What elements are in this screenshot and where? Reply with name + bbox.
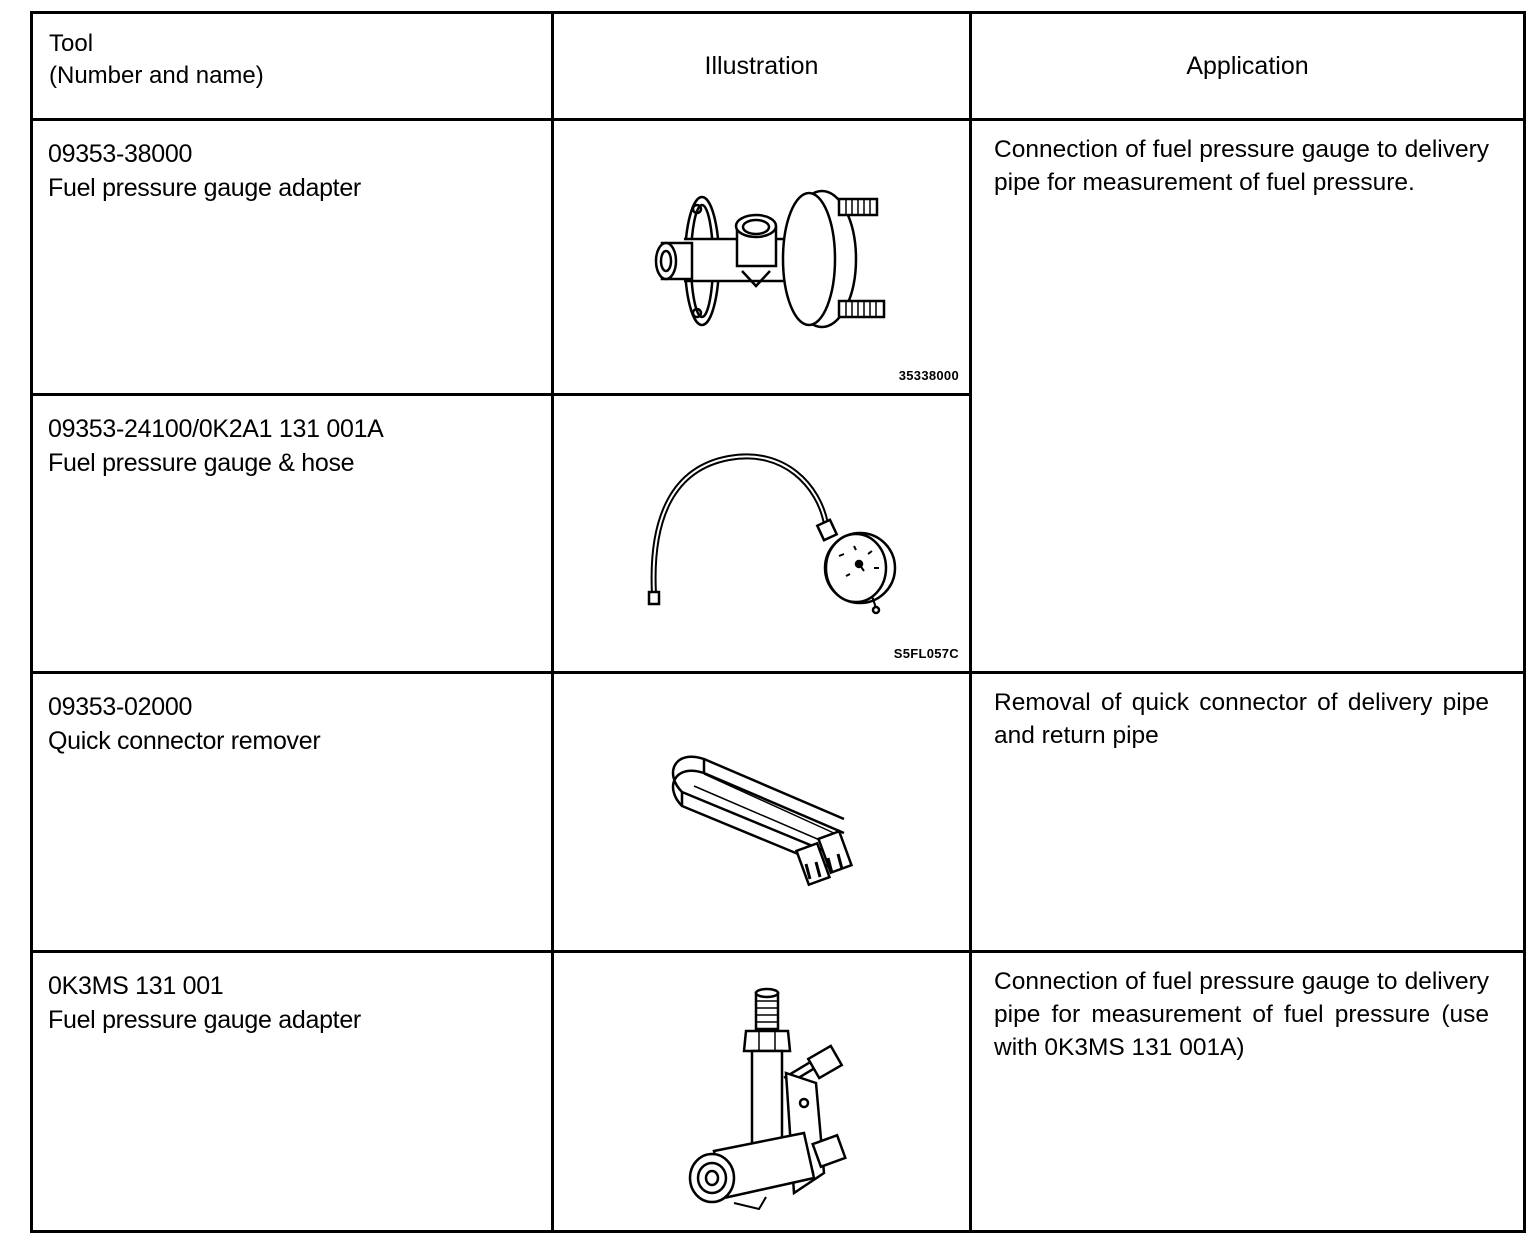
tool-number: 09353-24100/0K2A1 131 001A (48, 415, 384, 443)
table-row: 09353-02000 Quick connector remover Remo… (30, 671, 1526, 953)
quick-connector-remover-illustration (671, 755, 854, 887)
application-cell: Connection of fuel pressure gauge to del… (969, 118, 1526, 674)
illustration-cell (551, 671, 972, 953)
table-row: 0K3MS 131 001 Fuel pressure gauge adapte… (30, 950, 1526, 1233)
gauge-adapter-t-fitting-illustration (688, 987, 847, 1211)
tool-cell: 09353-38000 Fuel pressure gauge adapter (30, 118, 554, 396)
tool-name: Quick connector remover (48, 727, 321, 755)
application-text: Connection of fuel pressure gauge to del… (994, 136, 1489, 196)
header-application: Application (969, 11, 1526, 121)
header-illustration: Illustration (551, 11, 972, 121)
gauge-adapter-illustration (654, 189, 886, 329)
tool-number: 09353-38000 (48, 140, 193, 168)
illustration-code: S5FL057C (893, 646, 959, 661)
tool-name: Fuel pressure gauge & hose (48, 449, 355, 477)
application-cell: Connection of fuel pressure gauge to del… (969, 950, 1526, 1233)
tool-cell: 09353-24100/0K2A1 131 001A Fuel pressure… (30, 393, 554, 674)
application-cell: Removal of quick connector of delivery p… (969, 671, 1526, 953)
tool-number: 0K3MS 131 001 (48, 972, 224, 1000)
illustration-code: 35338000 (898, 368, 959, 383)
tool-name: Fuel pressure gauge adapter (48, 174, 361, 202)
tool-name: Fuel pressure gauge adapter (48, 1006, 361, 1034)
illustration-cell: S5FL057C (551, 393, 972, 674)
header-tool-line1: Tool (49, 30, 94, 57)
application-text: Removal of quick connector of delivery p… (994, 689, 1489, 749)
tool-cell: 09353-02000 Quick connector remover (30, 671, 554, 953)
tool-cell: 0K3MS 131 001 Fuel pressure gauge adapte… (30, 950, 554, 1233)
header-tool: Tool (Number and name) (30, 11, 554, 121)
application-text: Connection of fuel pressure gauge to del… (994, 968, 1489, 1061)
table-header-row: Tool (Number and name) Illustration Appl… (30, 11, 1526, 121)
illustration-cell: 35338000 (551, 118, 972, 396)
illustration-cell (551, 950, 972, 1233)
table-row: 09353-38000 Fuel pressure gauge adapter (30, 118, 1526, 674)
gauge-and-hose-illustration (647, 453, 897, 615)
tool-number: 09353-02000 (48, 693, 193, 721)
header-tool-line2: (Number and name) (49, 62, 264, 89)
special-tools-table-sheet: Tool (Number and name) Illustration Appl… (30, 11, 1526, 1233)
table-row: 09353-24100/0K2A1 131 001A Fuel pressure… (30, 393, 1525, 674)
special-tools-table: Tool (Number and name) Illustration Appl… (30, 11, 1526, 1233)
